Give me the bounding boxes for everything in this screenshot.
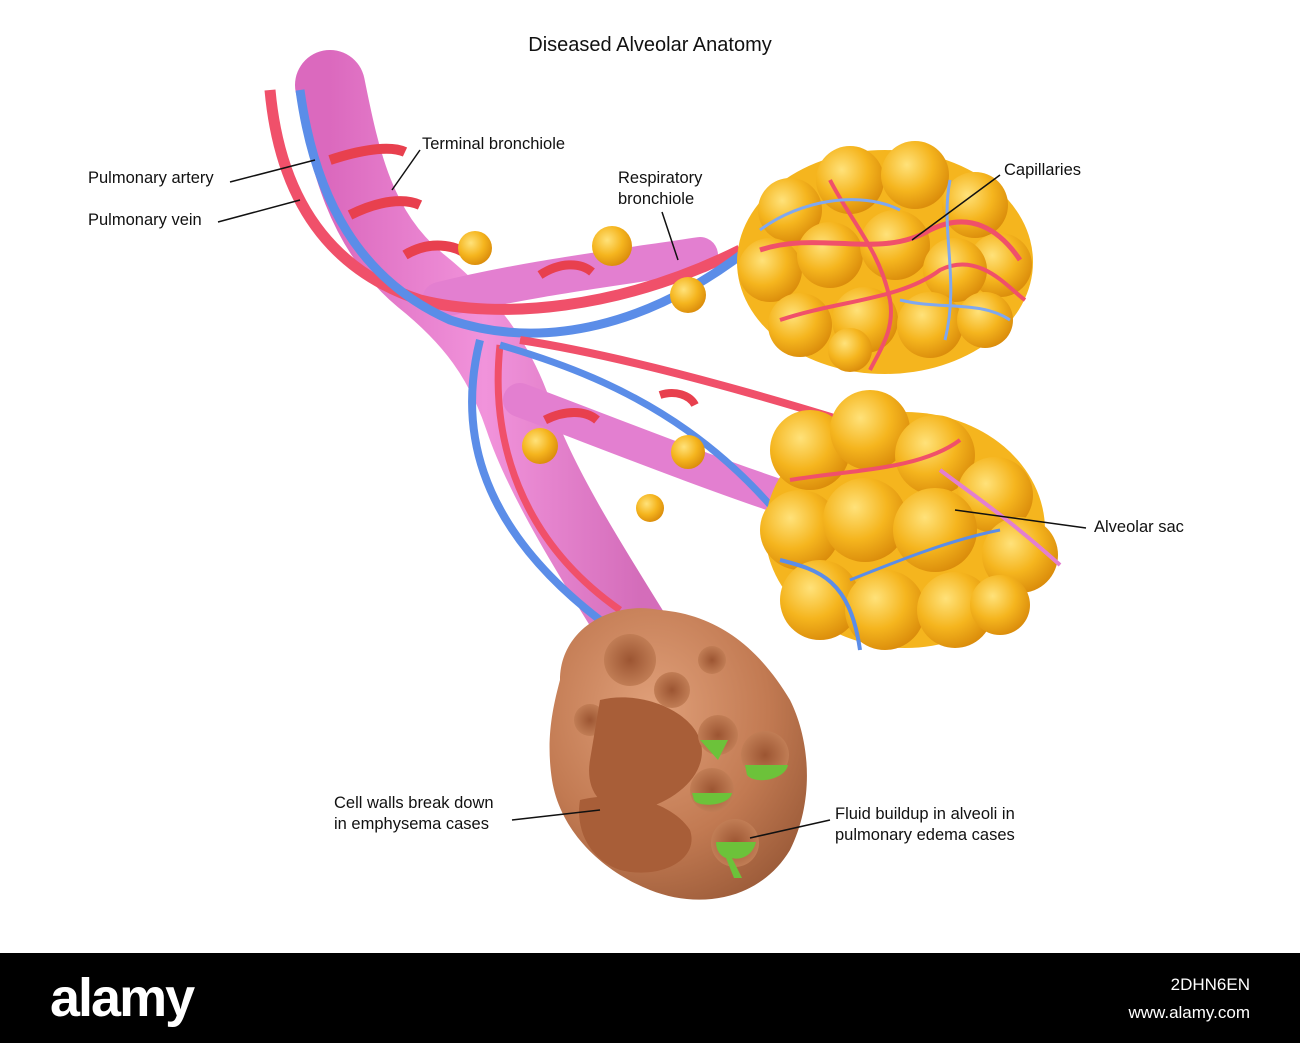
alveoli-cluster-capillaries	[737, 141, 1033, 374]
leader-alveolar-sac	[954, 509, 1087, 529]
label-edema-line1: Fluid buildup in alveoli in	[835, 805, 1015, 823]
emphysema-cluster	[549, 608, 807, 900]
label-terminal-bronchiole: Terminal bronchiole	[422, 135, 566, 153]
leader-capillaries	[911, 174, 1001, 241]
leader-pulmonary-vein	[217, 199, 301, 223]
leader-terminal-bronchiole	[391, 149, 421, 191]
leader-emphysema	[511, 809, 601, 821]
alveolar-sac-cluster	[760, 390, 1062, 651]
leader-pulmonary-artery	[229, 159, 316, 183]
leader-respiratory-bronchiole	[661, 211, 679, 261]
leader-edema	[749, 819, 831, 839]
label-emphysema-line1: Cell walls break down	[334, 794, 494, 812]
label-capillaries: Capillaries	[1004, 161, 1082, 179]
small-alveoli	[458, 226, 706, 522]
label-respiratory-bronchiole-line1: Respiratory	[618, 169, 703, 187]
label-pulmonary-vein: Pulmonary vein	[88, 211, 202, 229]
watermark-footer: alamy 2DHN6EN www.alamy.com	[0, 953, 1300, 1043]
label-respiratory-bronchiole-line2: bronchiole	[618, 190, 695, 208]
watermark-url: www.alamy.com	[1128, 1003, 1250, 1022]
label-alveolar-sac: Alveolar sac	[1094, 518, 1184, 536]
leader-lines	[217, 149, 1087, 839]
page-title: Diseased Alveolar Anatomy	[528, 34, 772, 56]
label-edema-line2: pulmonary edema cases	[835, 826, 1015, 844]
alveolar-illustration	[217, 50, 1087, 900]
label-pulmonary-artery: Pulmonary artery	[88, 169, 214, 187]
diagram-canvas: Diseased Alveolar Anatomy Pulmonary arte…	[88, 34, 1184, 900]
watermark-code: 2DHN6EN	[1170, 975, 1250, 994]
watermark-brand: alamy	[50, 968, 195, 1028]
label-emphysema-line2: in emphysema cases	[334, 815, 489, 833]
